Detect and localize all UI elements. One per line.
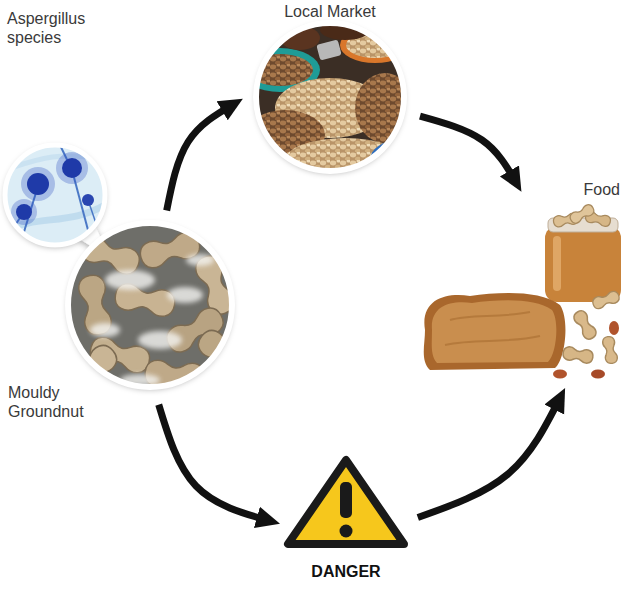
microscope-photo-part-part xyxy=(82,194,94,206)
groundnut-photo-part xyxy=(68,223,232,387)
illustrated-node: DANGER xyxy=(282,454,410,549)
flow-arrow xyxy=(167,104,235,211)
microscope-photo-part xyxy=(5,145,105,245)
illustrated-node: Aspergillus species xyxy=(5,145,105,245)
food-picture-part xyxy=(609,321,619,335)
market-photo xyxy=(240,20,430,182)
food-picture-part xyxy=(545,226,621,302)
groundnut-photo-part-part-part xyxy=(105,270,155,290)
node-label: Aspergillus species xyxy=(7,9,107,47)
groundnut-photo xyxy=(59,223,257,399)
food-picture-part xyxy=(432,300,557,363)
node-label: DANGER xyxy=(266,562,426,581)
illustrated-node: Mouldy Groundnut xyxy=(68,223,232,387)
microscope-photo-part-part xyxy=(21,167,55,201)
groundnut-photo-part-part-part xyxy=(167,287,203,303)
illustrated-node: Local Market xyxy=(256,23,404,171)
microscope-photo-part-part xyxy=(5,145,105,245)
market-photo-part-part xyxy=(370,140,430,180)
flow-arrow xyxy=(418,397,561,518)
microscope-photo-part-part xyxy=(62,158,82,178)
microscope-photo-part-part xyxy=(56,152,88,184)
food-picture-part xyxy=(445,336,540,345)
food-picture xyxy=(424,203,621,379)
microscope-photo-part-part xyxy=(5,205,105,230)
groundnut-photo-part-part-part xyxy=(90,323,120,337)
microscope-photo-part xyxy=(5,145,105,245)
food-picture-part xyxy=(602,336,618,365)
food-picture-part xyxy=(572,309,598,342)
food-picture-part xyxy=(553,236,561,291)
food-picture-part xyxy=(591,290,620,310)
groundnut-photo-part xyxy=(59,223,257,399)
food-picture-part xyxy=(562,346,594,364)
groundnut-photo-part-part xyxy=(59,341,122,400)
groundnut-photo-part-part-part xyxy=(186,254,214,266)
food-picture-part xyxy=(591,370,605,379)
flow-arrow xyxy=(159,405,271,522)
node-label: Food xyxy=(530,180,620,199)
food-picture-part xyxy=(553,370,567,379)
groundnut-photo-part-part-part xyxy=(138,331,182,349)
microscope-photo-part xyxy=(5,145,105,245)
warning-sign-part xyxy=(288,460,404,544)
microscope-photo-part-part xyxy=(16,204,32,220)
microscope-photo xyxy=(5,145,105,245)
food-picture-part xyxy=(424,293,566,370)
node-label: Mouldy Groundnut xyxy=(8,383,108,421)
flow-arrow xyxy=(420,116,516,183)
warning-sign-part xyxy=(340,482,352,518)
market-photo-part xyxy=(240,20,430,182)
groundnut-photo-part-part xyxy=(90,254,214,386)
market-photo-part-part xyxy=(316,39,341,60)
warning-sign xyxy=(288,460,404,544)
illustrated-node: Food xyxy=(418,205,628,380)
microscope-photo-part-part xyxy=(27,173,49,195)
warning-sign-part xyxy=(340,525,353,538)
market-photo-part xyxy=(256,23,404,171)
food-picture-part xyxy=(568,203,595,225)
food-picture-part xyxy=(450,312,530,320)
node-label: Local Market xyxy=(240,2,420,21)
